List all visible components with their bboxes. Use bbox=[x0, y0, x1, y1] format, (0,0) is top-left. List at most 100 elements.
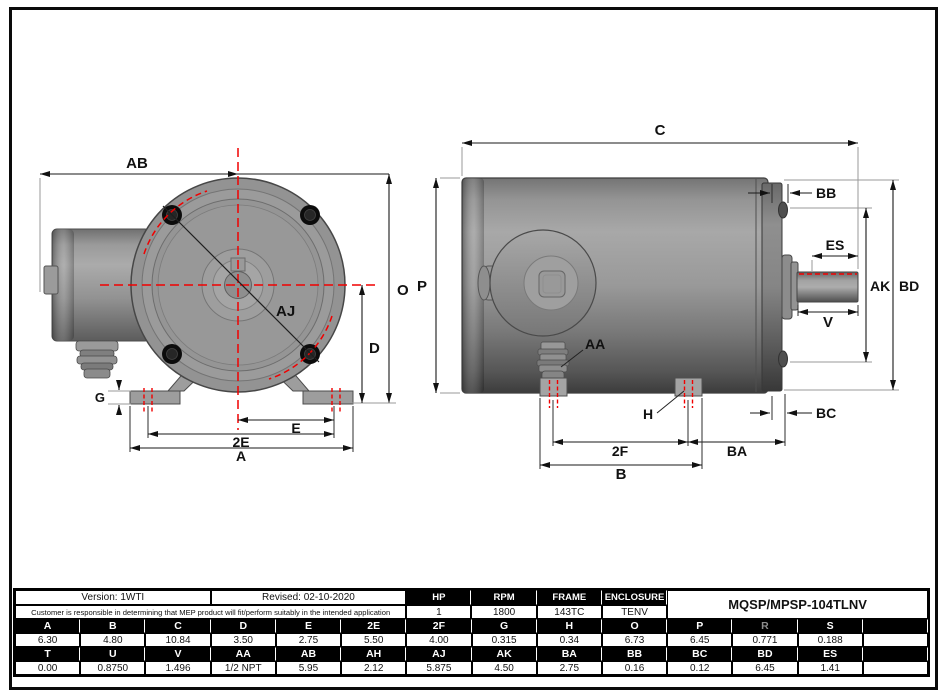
motor-drawing: AB O D AJ G E 2E A bbox=[39, 122, 919, 483]
dim-value-cell: 1/2 NPT bbox=[210, 661, 276, 675]
dim-value-cell: 0.34 bbox=[536, 633, 602, 647]
dim-label-p: P bbox=[417, 278, 427, 295]
dim-value-cell: 0.16 bbox=[601, 661, 668, 675]
shaft bbox=[796, 271, 859, 303]
dim-value-cell: 2.12 bbox=[341, 661, 407, 675]
dim-label-h: H bbox=[643, 406, 653, 422]
dim-value-cell: 4.80 bbox=[80, 633, 146, 647]
dim-header-cell bbox=[862, 619, 928, 633]
conduit-fitting bbox=[75, 340, 119, 379]
dim-header-cell: BB bbox=[601, 647, 668, 661]
dim-header-cell: BC bbox=[667, 647, 733, 661]
dim-value-cell bbox=[862, 661, 928, 675]
dim-header-cell: T bbox=[15, 647, 81, 661]
dim-label-2f: 2F bbox=[612, 443, 629, 459]
motor-face bbox=[130, 177, 346, 393]
dim-label-v: V bbox=[823, 314, 833, 331]
dim-label-c: C bbox=[655, 122, 666, 139]
dim-value-cell: 5.50 bbox=[341, 633, 407, 647]
model-number: MQSP/MPSP-104TLNV bbox=[667, 590, 928, 619]
spec-value-hp: 1 bbox=[406, 605, 472, 619]
dim-header-cell: AH bbox=[341, 647, 407, 661]
dim-header-cell: G bbox=[471, 619, 537, 633]
dim-header-cell: AA bbox=[210, 647, 276, 661]
dim-label-aj: AJ bbox=[276, 303, 295, 320]
conduit-box-tab bbox=[43, 265, 59, 295]
dim-header-cell: S bbox=[797, 619, 863, 633]
dim-header-cell: ES bbox=[797, 647, 863, 661]
dim-label-a: A bbox=[236, 448, 246, 464]
dim-label-o: O bbox=[397, 282, 409, 299]
title-block: Version: 1WTI Revised: 02-10-2020 H P RPM… bbox=[13, 588, 930, 677]
dim-label-bc: BC bbox=[816, 405, 836, 421]
dim-value-cell: 2.75 bbox=[536, 661, 602, 675]
dim-label-ak: AK bbox=[870, 278, 890, 294]
foot-right-side bbox=[674, 377, 703, 397]
dim-value-cell: 2.75 bbox=[275, 633, 342, 647]
spec-value-enclosure: TENV bbox=[601, 605, 668, 619]
revised-cell: Revised: 02-10-2020 bbox=[210, 590, 407, 605]
dim-value-cell: 6.45 bbox=[667, 633, 733, 647]
dim-header-cell: BD bbox=[732, 647, 798, 661]
dim-value-cell: 5.95 bbox=[275, 661, 342, 675]
dim-label-b: B bbox=[616, 466, 627, 483]
dim-value-cell: 0.315 bbox=[471, 633, 537, 647]
dim-value-cell: 10.84 bbox=[145, 633, 211, 647]
dim-value-cell: 0.12 bbox=[667, 661, 733, 675]
dim-value-cell: 6.73 bbox=[601, 633, 668, 647]
dim-header-cell: AJ bbox=[406, 647, 472, 661]
front-dimensions: AB O D AJ G E 2E A bbox=[39, 155, 409, 464]
dim-label-bb: BB bbox=[816, 185, 836, 201]
dim-value-cell: 4.00 bbox=[406, 633, 472, 647]
spec-header-rpm: RPM bbox=[471, 590, 537, 605]
dim-label-ba: BA bbox=[727, 443, 747, 459]
dim-header-cell bbox=[862, 647, 928, 661]
dim-header-cell: O bbox=[601, 619, 668, 633]
dim-label-g: G bbox=[95, 390, 105, 405]
dim-header-cell: P bbox=[667, 619, 733, 633]
side-view: C P BB ES AK BD V AA H BC 2F BA B bbox=[417, 122, 919, 483]
dim-header-cell: D bbox=[210, 619, 276, 633]
title-block-top: Version: 1WTI Revised: 02-10-2020 HP RPM… bbox=[15, 590, 928, 619]
spec-header-frame: FRAME bbox=[536, 590, 602, 605]
dim-header-cell: B bbox=[80, 619, 146, 633]
dim-label-ab: AB bbox=[126, 155, 148, 172]
foot-left-side bbox=[539, 377, 568, 397]
dim-value-cell: 0.771 bbox=[732, 633, 798, 647]
spec-value-rpm: 1800 bbox=[471, 605, 537, 619]
dim-label-aa: AA bbox=[585, 336, 605, 352]
dim-value-cell: 0.188 bbox=[797, 633, 863, 647]
bolt-circle-diagonal bbox=[162, 205, 320, 363]
dim-value-cell: 6.30 bbox=[15, 633, 81, 647]
side-dimensions: C P BB ES AK BD V AA H BC 2F BA B bbox=[417, 122, 919, 483]
dim-header-cell: 2F bbox=[406, 619, 472, 633]
dim-header-cell: AK bbox=[471, 647, 537, 661]
dim-value-cell: 5.875 bbox=[406, 661, 472, 675]
front-view: AB O D AJ G E 2E A bbox=[39, 148, 409, 464]
centerlines-side bbox=[548, 273, 857, 408]
dim-header-cell: C bbox=[145, 619, 211, 633]
dim-label-e: E bbox=[291, 420, 300, 436]
dim-header-cell: A bbox=[15, 619, 81, 633]
centerlines-front bbox=[100, 148, 378, 430]
dim-value-cell: 0.00 bbox=[15, 661, 81, 675]
dim-value-cell: 4.50 bbox=[471, 661, 537, 675]
version-cell: Version: 1WTI bbox=[15, 590, 211, 605]
spec-header-enclosure: ENCLOSURE bbox=[601, 590, 668, 605]
dim-value-cell: 1.41 bbox=[797, 661, 863, 675]
dim-header-cell: 2E bbox=[341, 619, 407, 633]
dim-header-cell: H bbox=[536, 619, 602, 633]
dim-value-cell: 6.45 bbox=[732, 661, 798, 675]
dim-label-es: ES bbox=[826, 237, 845, 253]
dim-header-cell: V bbox=[145, 647, 211, 661]
dim-value-cell bbox=[862, 633, 928, 647]
dim-value-cell: 3.50 bbox=[210, 633, 276, 647]
dim-header-cell: AB bbox=[275, 647, 342, 661]
dim-header-cell: R bbox=[732, 619, 798, 633]
spec-value-frame: 143TC bbox=[536, 605, 602, 619]
dim-header-cell: U bbox=[80, 647, 146, 661]
dim-header-cell: E bbox=[275, 619, 342, 633]
dim-label-2e: 2E bbox=[232, 434, 249, 450]
